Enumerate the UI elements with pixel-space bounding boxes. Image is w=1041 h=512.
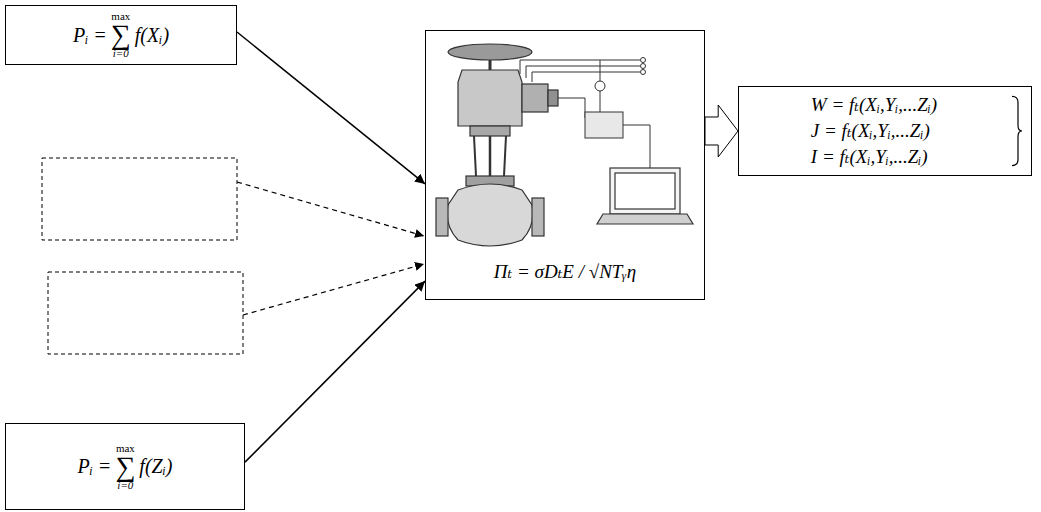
formula-text: max [116,443,135,454]
formula-text: f(Zᵢ) [139,455,172,478]
wiring [520,58,650,171]
dashed-arrow [243,264,424,315]
arrow-line [245,281,425,462]
formula-box: Pᵢ =max∑i=0f(Xᵢ) [5,5,237,65]
formula-text: i=0 [113,48,129,59]
dashed-box [48,272,243,354]
block-arrow [705,105,738,157]
formula: Pᵢ =max∑i=0f(Xᵢ) [73,11,169,59]
formula-text: J = fₜ(Xᵢ,Yᵢ,...Zᵢ) [811,119,937,143]
formula-text: I = fₜ(Xᵢ,Yᵢ,...Zᵢ) [811,145,937,169]
formula-text: f(Xᵢ) [135,24,169,47]
formula-text: Πₜ = σDₜE / √NTᵧη [494,260,636,283]
formula: Pᵢ =max∑i=0f(Zᵢ) [77,443,172,491]
formula-text: W = fₜ(Xᵢ,Yᵢ,...Zᵢ) [811,93,937,117]
formula-box: Πₜ = σDₜE / √NTᵧη [425,30,705,300]
sum-stack: max∑i=0 [111,11,131,59]
formula-text: ∑ [111,22,131,48]
brace [1011,95,1023,167]
valve-actuator [436,44,558,246]
laptop [597,168,693,224]
dashed-arrow [237,182,424,236]
formula-text: max [111,11,130,22]
formula: W = fₜ(Xᵢ,Yᵢ,...Zᵢ)J = fₜ(Xᵢ,Yᵢ,...Zᵢ)I … [811,93,959,169]
formula-box: Pᵢ =max∑i=0f(Zᵢ) [5,423,245,510]
arrow-line [237,32,425,184]
formula-text: Pᵢ = [77,455,111,478]
formula-text: Pᵢ = [73,24,107,47]
dashed-box [42,158,237,240]
formula: Πₜ = σDₜE / √NTᵧη [494,260,636,299]
formula-text: i=0 [117,480,133,491]
formula-text: ∑ [115,454,135,480]
sum-stack: max∑i=0 [115,443,135,491]
formula-box: W = fₜ(Xᵢ,Yᵢ,...Zᵢ)J = fₜ(Xᵢ,Yᵢ,...Zᵢ)I … [738,86,1032,176]
